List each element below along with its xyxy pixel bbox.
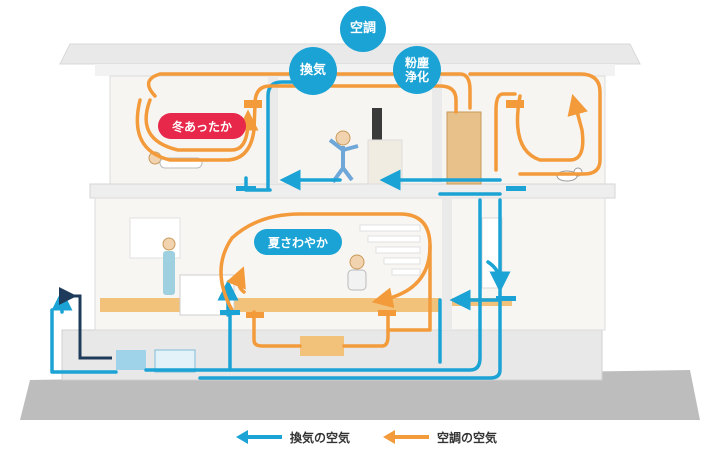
- ventilation-outlet: [220, 310, 240, 315]
- ventilation-outlet: [506, 186, 526, 191]
- aircon-flow: [135, 72, 602, 348]
- upper-floor-wall: [432, 76, 442, 184]
- lower-floor-wall: [442, 198, 452, 330]
- legend-aircon: 空調の空気: [381, 427, 497, 447]
- purification-bubble: 粉塵 浄化: [393, 46, 441, 94]
- lower-floor-rug: [452, 298, 512, 306]
- upper-floor-wall: [268, 76, 278, 184]
- aircon-bubble: 空調: [340, 6, 386, 52]
- legend-aircon-label: 空調の空気: [437, 430, 498, 445]
- person-sitting: [347, 254, 367, 291]
- staircase: [359, 224, 421, 276]
- legend-ventilation: 換気の空気: [234, 427, 350, 447]
- window: [372, 108, 382, 158]
- aircon-outlet: [378, 310, 396, 316]
- summer-badge: 夏さわやか: [254, 229, 342, 255]
- ventilation-outlet: [236, 186, 256, 191]
- outdoor-intake-flow: [59, 287, 112, 360]
- upper-floor-slab: [89, 183, 616, 199]
- ventilation-flow: [50, 80, 511, 380]
- winter-badge: 冬あったか: [158, 113, 246, 139]
- ventilation-outlet: [496, 296, 516, 301]
- roof: [59, 43, 641, 65]
- aircon-outlet: [244, 100, 262, 108]
- aircon-legend-arrow-icon: [383, 430, 429, 444]
- legend-ventilation-label: 換気の空気: [290, 430, 351, 445]
- air-handler-unit: [446, 111, 482, 185]
- aircon-outlet: [246, 312, 264, 318]
- door: [367, 139, 403, 185]
- aircon-outlet: [506, 100, 524, 108]
- person-jumping: [328, 130, 359, 184]
- ventilation-unit: [116, 350, 146, 370]
- aircon-return-box: [300, 336, 344, 356]
- aircon-outdoor-unit: [154, 349, 196, 373]
- ventilation-bubble: 換気: [289, 47, 337, 95]
- person-standing: [162, 237, 176, 295]
- ventilation-legend-arrow-icon: [236, 430, 282, 444]
- ground-slab: [20, 370, 700, 420]
